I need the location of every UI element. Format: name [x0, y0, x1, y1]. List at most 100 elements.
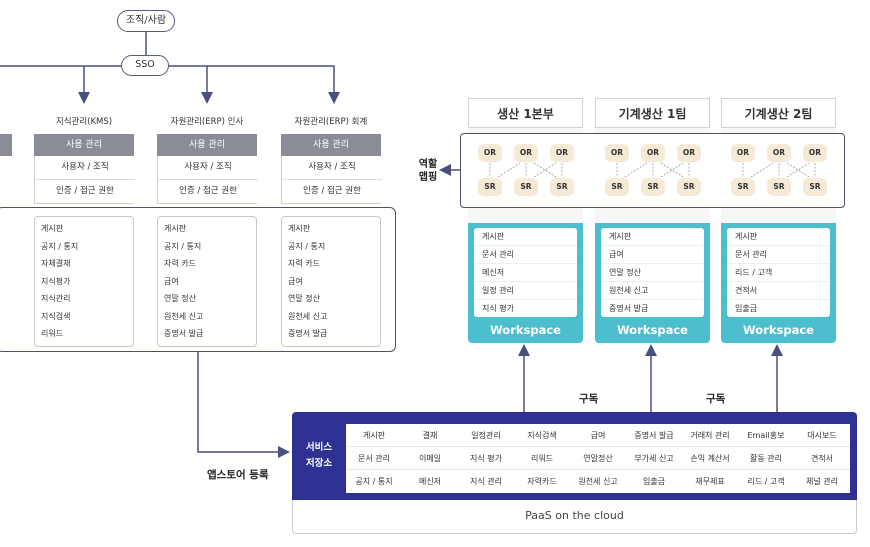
list-item: 견적서	[727, 282, 830, 300]
ws-app-list: 게시판 문서 관리 리드 / 고객 견적서 입출금	[727, 228, 830, 317]
auth-row: 사용자 / 조직	[282, 156, 382, 180]
role-chip-or: OR	[550, 144, 574, 162]
system-title-erp-acc: 자원관리(ERP) 회계	[294, 117, 368, 127]
list-item: 게시판	[727, 228, 830, 246]
subscribe-label-2: 구독	[706, 393, 726, 405]
role-chip-sr: SR	[550, 178, 574, 196]
list-item: 게시판	[601, 228, 704, 246]
role-link	[750, 162, 774, 178]
auth-row: 인증 / 접근 권한	[158, 180, 258, 203]
auth-box-kms: 사용자 / 조직 인증 / 접근 권한	[34, 156, 135, 204]
role-chip-sr: SR	[605, 178, 629, 196]
role-chip-or: OR	[803, 144, 827, 162]
list-item: 증명서 발급	[288, 329, 328, 338]
service-cell: 활동 관리	[738, 447, 794, 470]
sso-node: SSO	[121, 55, 169, 76]
list-item: 문서 관리	[474, 246, 577, 264]
workspace-title-2: 기계생산 1팀	[595, 98, 710, 128]
list-item: 연말 정산	[164, 294, 196, 303]
workspace-title-1: 생산 1본부	[468, 98, 583, 128]
list-item: 급여	[288, 276, 303, 286]
appstore-line	[197, 352, 290, 458]
system-title-kms: 지식관리(KMS)	[55, 117, 113, 127]
list-item: 리워드	[41, 329, 64, 338]
list-item: 지식 평가	[482, 304, 514, 313]
service-cell: 재무제표	[695, 477, 725, 486]
list-item: 원천세 신고	[601, 282, 704, 300]
appstore-register-label: 앱스토어 등록	[207, 469, 269, 481]
list-item: 공지 / 통지	[288, 241, 326, 251]
service-cell: 입출금	[642, 477, 666, 486]
role-chip-sr: SR	[478, 178, 502, 196]
role-links	[489, 162, 563, 178]
list-item: 메신저	[474, 264, 577, 282]
service-cell: 문서 관리	[346, 447, 402, 470]
role-links	[616, 162, 690, 178]
paas-label: PaaS on the cloud	[525, 509, 624, 522]
list-item: 공지 / 통지	[41, 241, 79, 251]
list-item: 자체결재	[41, 259, 71, 268]
list-item: 문서 관리	[727, 246, 830, 264]
workspace-label: Workspace	[490, 323, 561, 337]
role-link	[533, 162, 557, 178]
service-cell: 증명서 발급	[626, 424, 682, 447]
role-link	[660, 162, 684, 178]
app-list-erp-hr: 게시판 공지 / 통지 자력 카드 급여 연말 정산 원천세 신고 증명서 발급	[157, 216, 257, 347]
auth-row: 인증 / 접근 권한	[35, 180, 135, 203]
list-item: 자력 카드	[288, 259, 320, 268]
org-people-node: 조직/사람	[117, 10, 175, 32]
service-cell: 견적서	[794, 447, 850, 470]
service-cell: 자력카드	[527, 477, 557, 486]
service-cell: 리워드	[514, 447, 570, 470]
list-item: 급여	[164, 276, 179, 286]
auth-box-erp-hr: 사용자 / 조직 인증 / 접근 권한	[157, 156, 258, 204]
list-item: 원천세 신고	[164, 311, 204, 321]
role-chip-sr: SR	[803, 178, 827, 196]
list-item: 증명서 발급	[164, 329, 204, 338]
system-head-erp-hr: 사용 관리	[157, 134, 257, 156]
role-chip-or: OR	[478, 144, 502, 162]
service-cell: 부가세 신고	[626, 447, 682, 470]
list-item: 연말 정산	[601, 264, 704, 282]
role-mapping-label: 역할 맵핑	[418, 159, 438, 183]
workspace-card-2: 게시판 급여 연말 정산 원천세 신고 증명서 발급 Workspace	[595, 223, 710, 343]
role-chip-sr: SR	[514, 178, 538, 196]
role-link	[624, 162, 648, 178]
role-chip-sr: SR	[677, 178, 701, 196]
role-link	[533, 162, 557, 178]
role-chip-or: OR	[677, 144, 701, 162]
role-link	[497, 162, 521, 178]
service-cell: 거래처 관리	[682, 424, 738, 447]
list-item: 공지 / 통지	[164, 241, 202, 251]
service-cell: 이메일	[402, 447, 458, 470]
workspace-title-3: 기계생산 2팀	[721, 98, 836, 128]
workspace-label: Workspace	[743, 323, 814, 337]
list-item: 게시판	[474, 228, 577, 246]
list-item: 급여	[601, 246, 704, 264]
role-chip-sr: SR	[731, 178, 755, 196]
role-chip-or: OR	[641, 144, 665, 162]
service-cell: 일정관리	[458, 424, 514, 447]
service-cell: 원천세 신고	[578, 477, 618, 486]
service-cell: 리드 / 고객	[747, 477, 785, 486]
role-chip-or: OR	[767, 144, 791, 162]
service-cell: Email홍보	[738, 424, 794, 447]
service-cell: 공지 / 통지	[355, 477, 393, 486]
list-item: 리드 / 고객	[727, 264, 830, 282]
role-chip-sr: SR	[767, 178, 791, 196]
app-list-erp-acc: 게시판 공지 / 통지 자력 카드 급여 연말 정산 원천세 신고 증명서 발급	[281, 216, 381, 347]
sso-erp-acc-line	[169, 65, 340, 104]
role-chip-or: OR	[514, 144, 538, 162]
service-cell: 지식 관리	[470, 477, 502, 486]
auth-row: 사용자 / 조직	[158, 156, 258, 180]
system-title-erp-hr: 자원관리(ERP) 인사	[170, 117, 244, 127]
app-lists-frame	[0, 207, 396, 352]
auth-row: 인증 / 접근 권한	[282, 180, 382, 203]
role-link	[660, 162, 684, 178]
auth-row: 사용자 / 조직	[35, 156, 135, 180]
service-cell: 지식검색	[514, 424, 570, 447]
role-chip-sr: SR	[641, 178, 665, 196]
service-cell: 메신저	[418, 477, 442, 486]
